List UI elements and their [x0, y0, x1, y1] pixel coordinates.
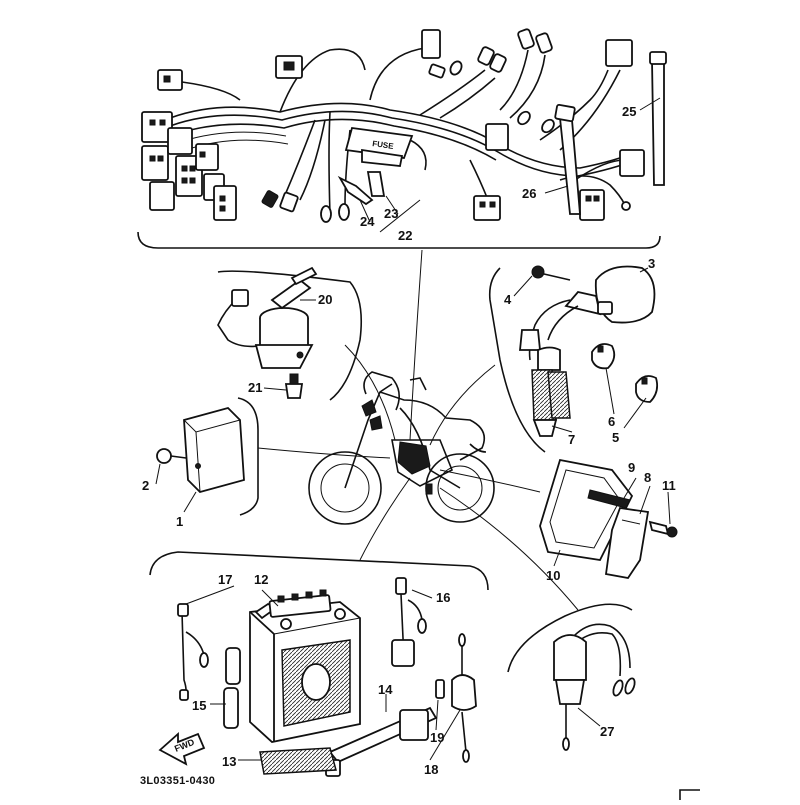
fuse-holder-18	[451, 633, 477, 763]
callout-6: 6	[608, 414, 615, 429]
breather-pipe-15	[223, 647, 241, 729]
callout-24: 24	[360, 214, 375, 229]
relay-section-bracket	[507, 603, 633, 673]
connector-line-relay	[439, 487, 579, 611]
callout-27: 27	[600, 724, 614, 739]
callout-labels: 1 2 3 4 5 6 7 8 9 10 11 12 13 14 15 16 1…	[142, 104, 676, 777]
spark-plug-cap-6	[591, 343, 616, 370]
ignition-coil	[519, 265, 656, 437]
callout-1: 1	[176, 514, 183, 529]
rectifier-regulator	[539, 458, 634, 561]
callout-16: 16	[436, 590, 450, 605]
callout-8: 8	[644, 470, 651, 485]
callout-20: 20	[318, 292, 332, 307]
fuse-24	[337, 175, 374, 206]
starter-relay	[553, 623, 636, 751]
fwd-arrow: FWD	[158, 731, 206, 766]
bolt-11	[648, 520, 678, 538]
fuse-23	[366, 171, 386, 197]
motorcycle-illustration	[308, 371, 495, 525]
callout-9: 9	[628, 460, 635, 475]
minus-lead-17	[177, 603, 209, 701]
wire-harness: FUSE	[141, 28, 667, 223]
callout-21: 21	[248, 380, 262, 395]
screw-21	[284, 373, 304, 399]
callout-4: 4	[504, 292, 512, 307]
callout-23: 23	[384, 206, 398, 221]
cdi-unit	[183, 406, 245, 494]
callout-3: 3	[648, 256, 655, 271]
battery-section-bracket	[149, 551, 489, 591]
cable-tie-26	[558, 116, 581, 215]
plus-lead-16	[391, 577, 427, 667]
connector-line-harness	[409, 249, 423, 441]
main-switch	[217, 266, 318, 369]
callout-17: 17	[218, 572, 232, 587]
callout-11: 11	[662, 478, 676, 493]
connector-line-regulator	[439, 469, 541, 493]
battery	[249, 589, 361, 743]
ignition-section-bracket	[488, 267, 546, 453]
connector-line-switch	[344, 344, 396, 441]
connector-line-cdi	[257, 447, 391, 459]
callout-2: 2	[142, 478, 149, 493]
spark-plug-cap-5	[635, 375, 659, 403]
callout-14: 14	[378, 682, 393, 697]
callout-5: 5	[612, 430, 619, 445]
screw-2	[156, 448, 187, 464]
diagram-code: 3L03351-0430	[140, 775, 215, 787]
bolt-4	[531, 265, 571, 281]
cdi-section-bracket	[237, 397, 259, 516]
fuse-label: FUSE	[372, 139, 395, 151]
cable-tie-25	[651, 59, 665, 186]
leader-lines	[155, 97, 671, 761]
callout-15: 15	[192, 698, 206, 713]
callout-12: 12	[254, 572, 268, 587]
callout-26: 26	[522, 186, 536, 201]
corner-mark	[679, 789, 700, 800]
bracket-8	[604, 507, 650, 579]
fuse-holder: FUSE	[344, 127, 427, 171]
connector-line-battery	[359, 477, 411, 561]
fuse-19	[435, 679, 445, 699]
callout-10: 10	[546, 568, 560, 583]
callout-19: 19	[430, 730, 444, 745]
callout-18: 18	[424, 762, 438, 777]
callout-13: 13	[222, 754, 236, 769]
harness-section-bracket	[137, 231, 661, 249]
battery-pad-13	[259, 747, 337, 775]
callout-22: 22	[398, 228, 412, 243]
callout-7: 7	[568, 432, 575, 447]
connector-line-ignition	[429, 364, 496, 446]
callout-25: 25	[622, 104, 636, 119]
switch-section-bracket	[217, 270, 363, 401]
